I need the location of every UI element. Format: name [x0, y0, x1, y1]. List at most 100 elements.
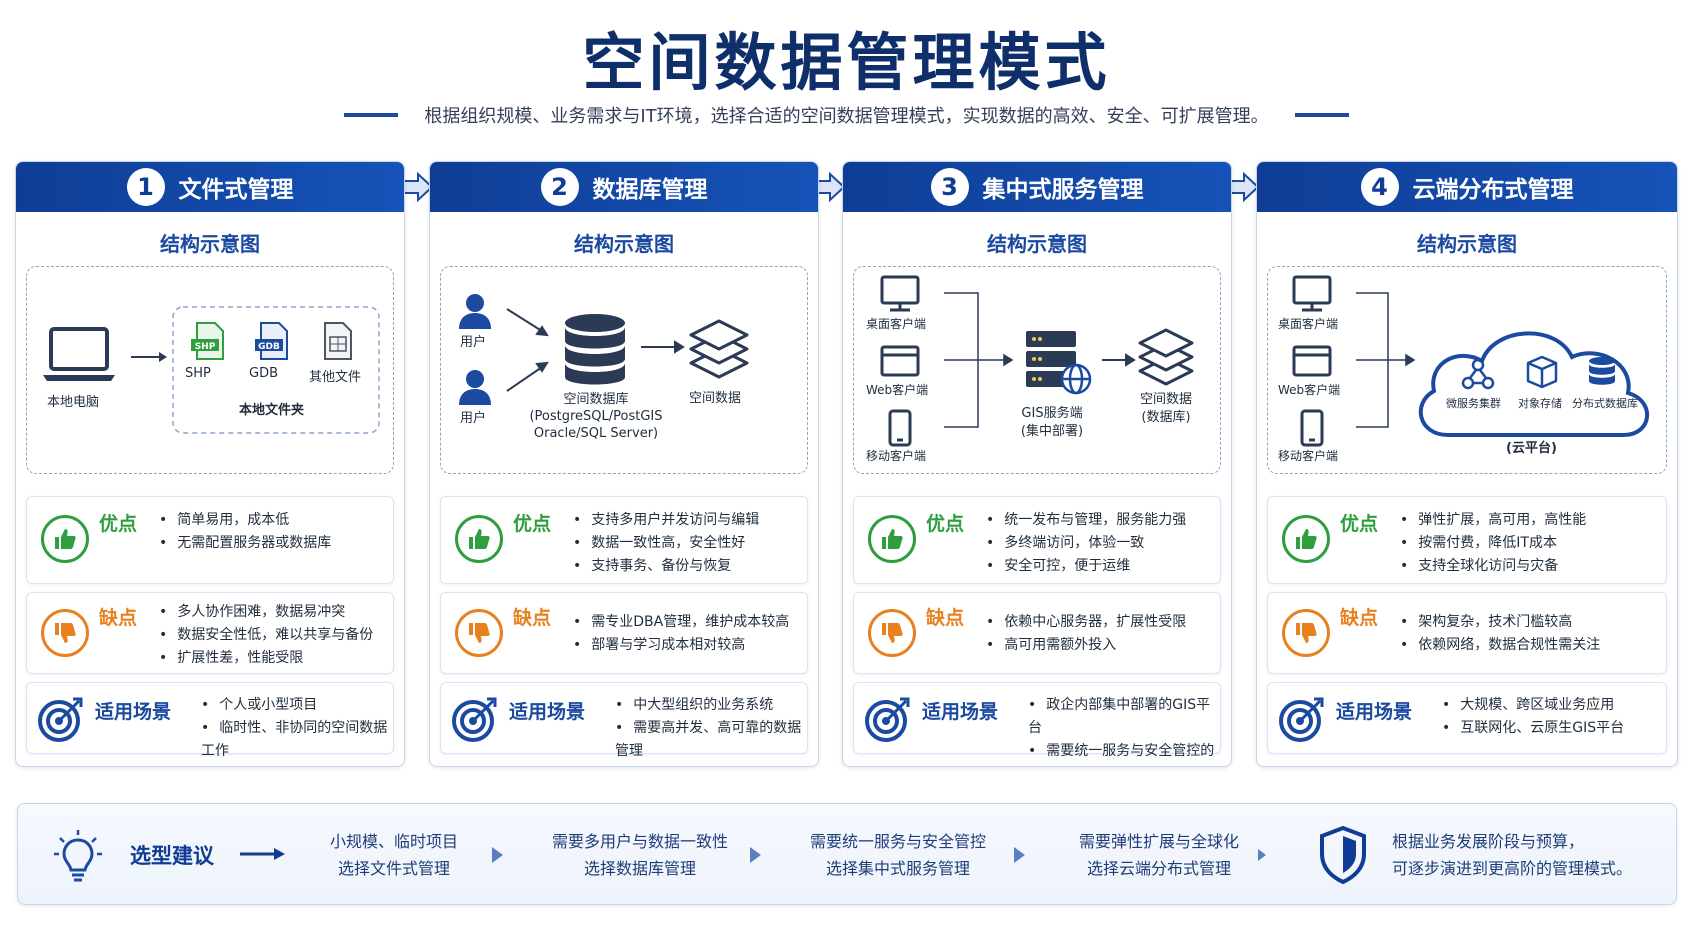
- card-database-management: 2 数据库管理 结构示意图 用户 用户: [429, 161, 819, 767]
- database-icon: [565, 314, 625, 385]
- shp-label: SHP: [185, 366, 211, 381]
- list-item: 数据一致性高，安全性好: [573, 532, 759, 555]
- pros-list: 简单易用，成本低 无需配置服务器或数据库: [159, 509, 331, 555]
- list-item: 中大型组织的业务系统: [615, 694, 807, 717]
- shp-tag: SHP: [195, 342, 216, 352]
- step-separator-icon: [1014, 847, 1025, 863]
- advice-step-line: 需要多用户与数据一致性: [551, 832, 728, 851]
- thumbs-down-icon: [868, 609, 916, 657]
- microservice-cluster-icon: [1461, 358, 1495, 390]
- shield-icon: [1320, 826, 1366, 884]
- arrow-right-icon: [240, 848, 285, 860]
- pros-list: 支持多用户并发访问与编辑 数据一致性高，安全性好 支持事务、备份与恢复: [573, 509, 759, 578]
- cons-box: 缺点 需专业DBA管理，维护成本较高 部署与学习成本相对较高: [440, 592, 808, 674]
- advice-final-line: 根据业务发展阶段与预算，: [1392, 832, 1585, 851]
- globe-icon: [1060, 363, 1092, 395]
- spatial-data-label: 空间数据: [689, 391, 742, 406]
- pros-label: 优点: [513, 513, 552, 535]
- thumbs-up-icon: [868, 515, 916, 563]
- list-item: 部署与学习成本相对较高: [573, 634, 789, 657]
- scene-list: 中大型组织的业务系统 需要高并发、高可靠的数据管理: [615, 694, 807, 763]
- scene-box: 适用场景 政企内部集中部署的GIS平台 需要统一服务与安全管控的场景: [853, 682, 1221, 759]
- thumbs-down-icon: [1282, 609, 1330, 657]
- list-item: 大规模、跨区域业务应用: [1442, 694, 1624, 717]
- other-files-label: 其他文件: [309, 370, 362, 385]
- gdb-tag: GDB: [258, 342, 280, 352]
- scene-box: 适用场景 中大型组织的业务系统 需要高并发、高可靠的数据管理: [440, 682, 808, 759]
- scene-list: 大规模、跨区域业务应用 互联网化、云原生GIS平台: [1442, 694, 1624, 740]
- card-number: 4: [1360, 168, 1399, 206]
- cons-list: 依赖中心服务器，扩展性受限 高可用需额外投入: [986, 611, 1186, 657]
- desktop-client-label: 桌面客户端: [1278, 317, 1339, 331]
- advice-step-2: 需要多用户与数据一致性 选择数据库管理: [524, 828, 756, 882]
- advice-step-line: 小规模、临时项目: [329, 832, 458, 851]
- list-item: 统一发布与管理，服务能力强: [986, 509, 1186, 532]
- structure-diagram: 桌面客户端 Web客户端 移动客户端 GIS服务端 (集中部署) 空间数据 (数…: [853, 266, 1221, 474]
- arrow-icon: [1102, 353, 1136, 367]
- browser-window-icon: [1292, 345, 1332, 377]
- target-icon: [865, 697, 910, 742]
- step-separator-icon: [1258, 849, 1266, 861]
- cons-label: 缺点: [926, 607, 965, 629]
- shp-file-icon: [191, 322, 224, 360]
- gdb-file-icon: [255, 322, 288, 360]
- object-storage-label: 对象存储: [1518, 397, 1562, 410]
- list-item: 数据安全性低，难以共享与备份: [159, 624, 373, 647]
- card-cloud-distributed-management: 4 云端分布式管理 结构示意图 桌面客户端 Web客户端 移动客户端 微服务集群…: [1256, 161, 1678, 767]
- thumbs-down-icon: [41, 609, 89, 657]
- file-diagram-graphic: SHP GDB: [43, 306, 380, 434]
- scene-label: 适用场景: [1336, 701, 1413, 723]
- card-centralized-service-management: 3 集中式服务管理 结构示意图 桌面客户端: [842, 161, 1232, 767]
- user-icon: [459, 370, 491, 405]
- scene-label: 适用场景: [509, 701, 586, 723]
- pros-list: 弹性扩展，高可用，高性能 按需付费，降低IT成本 支持全球化访问与灾备: [1400, 509, 1586, 578]
- page-title: 空间数据管理模式: [582, 26, 1111, 99]
- list-item: 个人或小型项目: [201, 694, 393, 717]
- advice-step-line: 选择数据库管理: [583, 859, 696, 878]
- lightbulb-icon: [54, 830, 102, 882]
- spatial-db-line: (PostgreSQL/PostGIS: [529, 409, 663, 424]
- web-client-label: Web客户端: [866, 383, 929, 397]
- scene-box: 适用场景 个人或小型项目 临时性、非协同的空间数据工作: [26, 682, 394, 759]
- advice-step-line: 需要统一服务与安全管控: [809, 832, 986, 851]
- card-title: 数据库管理: [592, 177, 708, 203]
- layers-icon: [689, 319, 749, 379]
- advice-final-line: 可逐步演进到更高阶的管理模式。: [1392, 859, 1633, 878]
- target-icon: [38, 697, 83, 742]
- laptop-icon: [43, 327, 115, 381]
- card-file-management: 1 文件式管理 结构示意图: [15, 161, 405, 767]
- page-subtitle: 根据组织规模、业务需求与IT环境，选择合适的空间数据管理模式，实现数据的高效、安…: [424, 106, 1269, 127]
- advice-step-4: 需要弹性扩展与全球化 选择云端分布式管理: [1046, 828, 1272, 882]
- selection-advice-bar: 选型建议 小规模、临时项目 选择文件式管理 需要多用户与数据一致性 选择数据库管…: [17, 803, 1677, 905]
- pros-list: 统一发布与管理，服务能力强 多终端访问，体验一致 安全可控，便于运维: [986, 509, 1186, 578]
- pros-label: 优点: [99, 513, 138, 535]
- service-diagram-graphic: [880, 275, 1194, 447]
- card-header: 1 文件式管理: [16, 162, 404, 212]
- spatial-data-line: (数据库): [1141, 410, 1191, 425]
- object-storage-icon: [1526, 355, 1558, 389]
- structure-diagram: 桌面客户端 Web客户端 移动客户端 微服务集群 对象存储 分布式数据库 (云平…: [1267, 266, 1667, 474]
- desktop-client-label: 桌面客户端: [866, 317, 927, 331]
- web-client-label: Web客户端: [1278, 383, 1341, 397]
- connector-lines: [944, 292, 1014, 428]
- list-item: 简单易用，成本低: [159, 509, 331, 532]
- list-item: 支持多用户并发访问与编辑: [573, 509, 759, 532]
- list-item: 高可用需额外投入: [986, 634, 1186, 657]
- list-item: 安全可控，便于运维: [986, 555, 1186, 578]
- card-number: 1: [126, 168, 165, 206]
- list-item: 多人协作困难，数据易冲突: [159, 601, 373, 624]
- browser-window-icon: [880, 345, 920, 377]
- cloud-platform-label: (云平台): [1506, 441, 1557, 456]
- pros-box: 优点 统一发布与管理，服务能力强 多终端访问，体验一致 安全可控，便于运维: [853, 496, 1221, 584]
- advice-final: 根据业务发展阶段与预算， 可逐步演进到更高阶的管理模式。: [1392, 828, 1632, 882]
- pros-box: 优点 简单易用，成本低 无需配置服务器或数据库: [26, 496, 394, 584]
- cloud-diagram-graphic: [1292, 275, 1649, 447]
- microservice-label: 微服务集群: [1446, 397, 1501, 410]
- pros-label: 优点: [926, 513, 965, 535]
- list-item: 弹性扩展，高可用，高性能: [1400, 509, 1586, 532]
- advice-step-line: 选择云端分布式管理: [1086, 859, 1231, 878]
- other-file-icon: [324, 322, 352, 360]
- user-label: 用户: [460, 335, 487, 350]
- list-item: 需要统一服务与安全管控的场景: [1028, 740, 1220, 766]
- card-number: 3: [930, 168, 969, 206]
